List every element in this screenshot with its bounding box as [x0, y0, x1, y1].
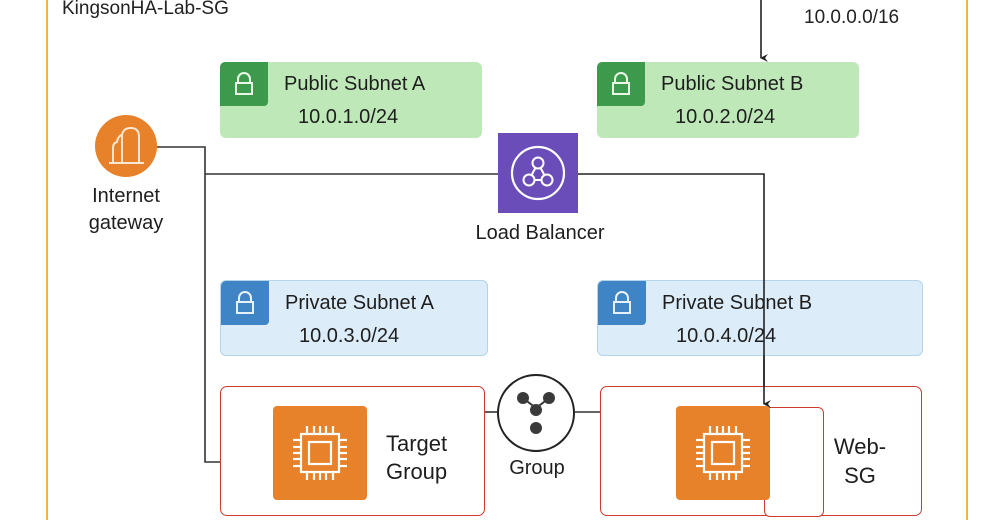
internet-gateway-icon[interactable]: [95, 115, 157, 177]
lock-icon: [598, 281, 646, 325]
public-subnet-a[interactable]: Public Subnet A 10.0.1.0/24: [220, 62, 482, 138]
subnet-cidr: 10.0.3.0/24: [299, 325, 400, 347]
subnet-name: Private Subnet B: [662, 292, 813, 314]
subnet-name: Private Subnet A: [285, 292, 434, 314]
web-sg-label: Web-SG: [833, 434, 887, 488]
group-nodes-icon[interactable]: [497, 374, 575, 452]
public-subnet-b[interactable]: Public Subnet B 10.0.2.0/24: [597, 62, 859, 138]
subnet-cidr: 10.0.2.0/24: [675, 106, 776, 128]
subnet-cidr: 10.0.4.0/24: [676, 325, 777, 347]
private-subnet-a[interactable]: Private Subnet A 10.0.3.0/24: [220, 280, 488, 356]
group-label: Group: [509, 457, 565, 479]
load-balancer-label: Load Balancer: [475, 222, 605, 244]
private-subnet-b[interactable]: Private Subnet B 10.0.4.0/24: [597, 280, 923, 356]
connector-igw-to-target-group: [157, 146, 220, 463]
lock-icon: [597, 62, 645, 106]
vpc-title: KingsonHA-Lab-SG: [62, 0, 229, 19]
subnet-name: Public Subnet B: [661, 73, 804, 95]
lock-icon: [221, 281, 269, 325]
load-balancer-icon[interactable]: [498, 133, 578, 213]
web-sg-inner-box[interactable]: [764, 407, 824, 517]
vpc-boundary: [46, 0, 968, 520]
subnet-cidr: 10.0.1.0/24: [298, 106, 399, 128]
ec2-instance-icon[interactable]: [273, 406, 367, 500]
lock-icon: [220, 62, 268, 106]
ec2-instance-icon[interactable]: [676, 406, 770, 500]
vpc-cidr: 10.0.0.0/16: [804, 7, 900, 28]
subnet-name: Public Subnet A: [284, 73, 426, 95]
